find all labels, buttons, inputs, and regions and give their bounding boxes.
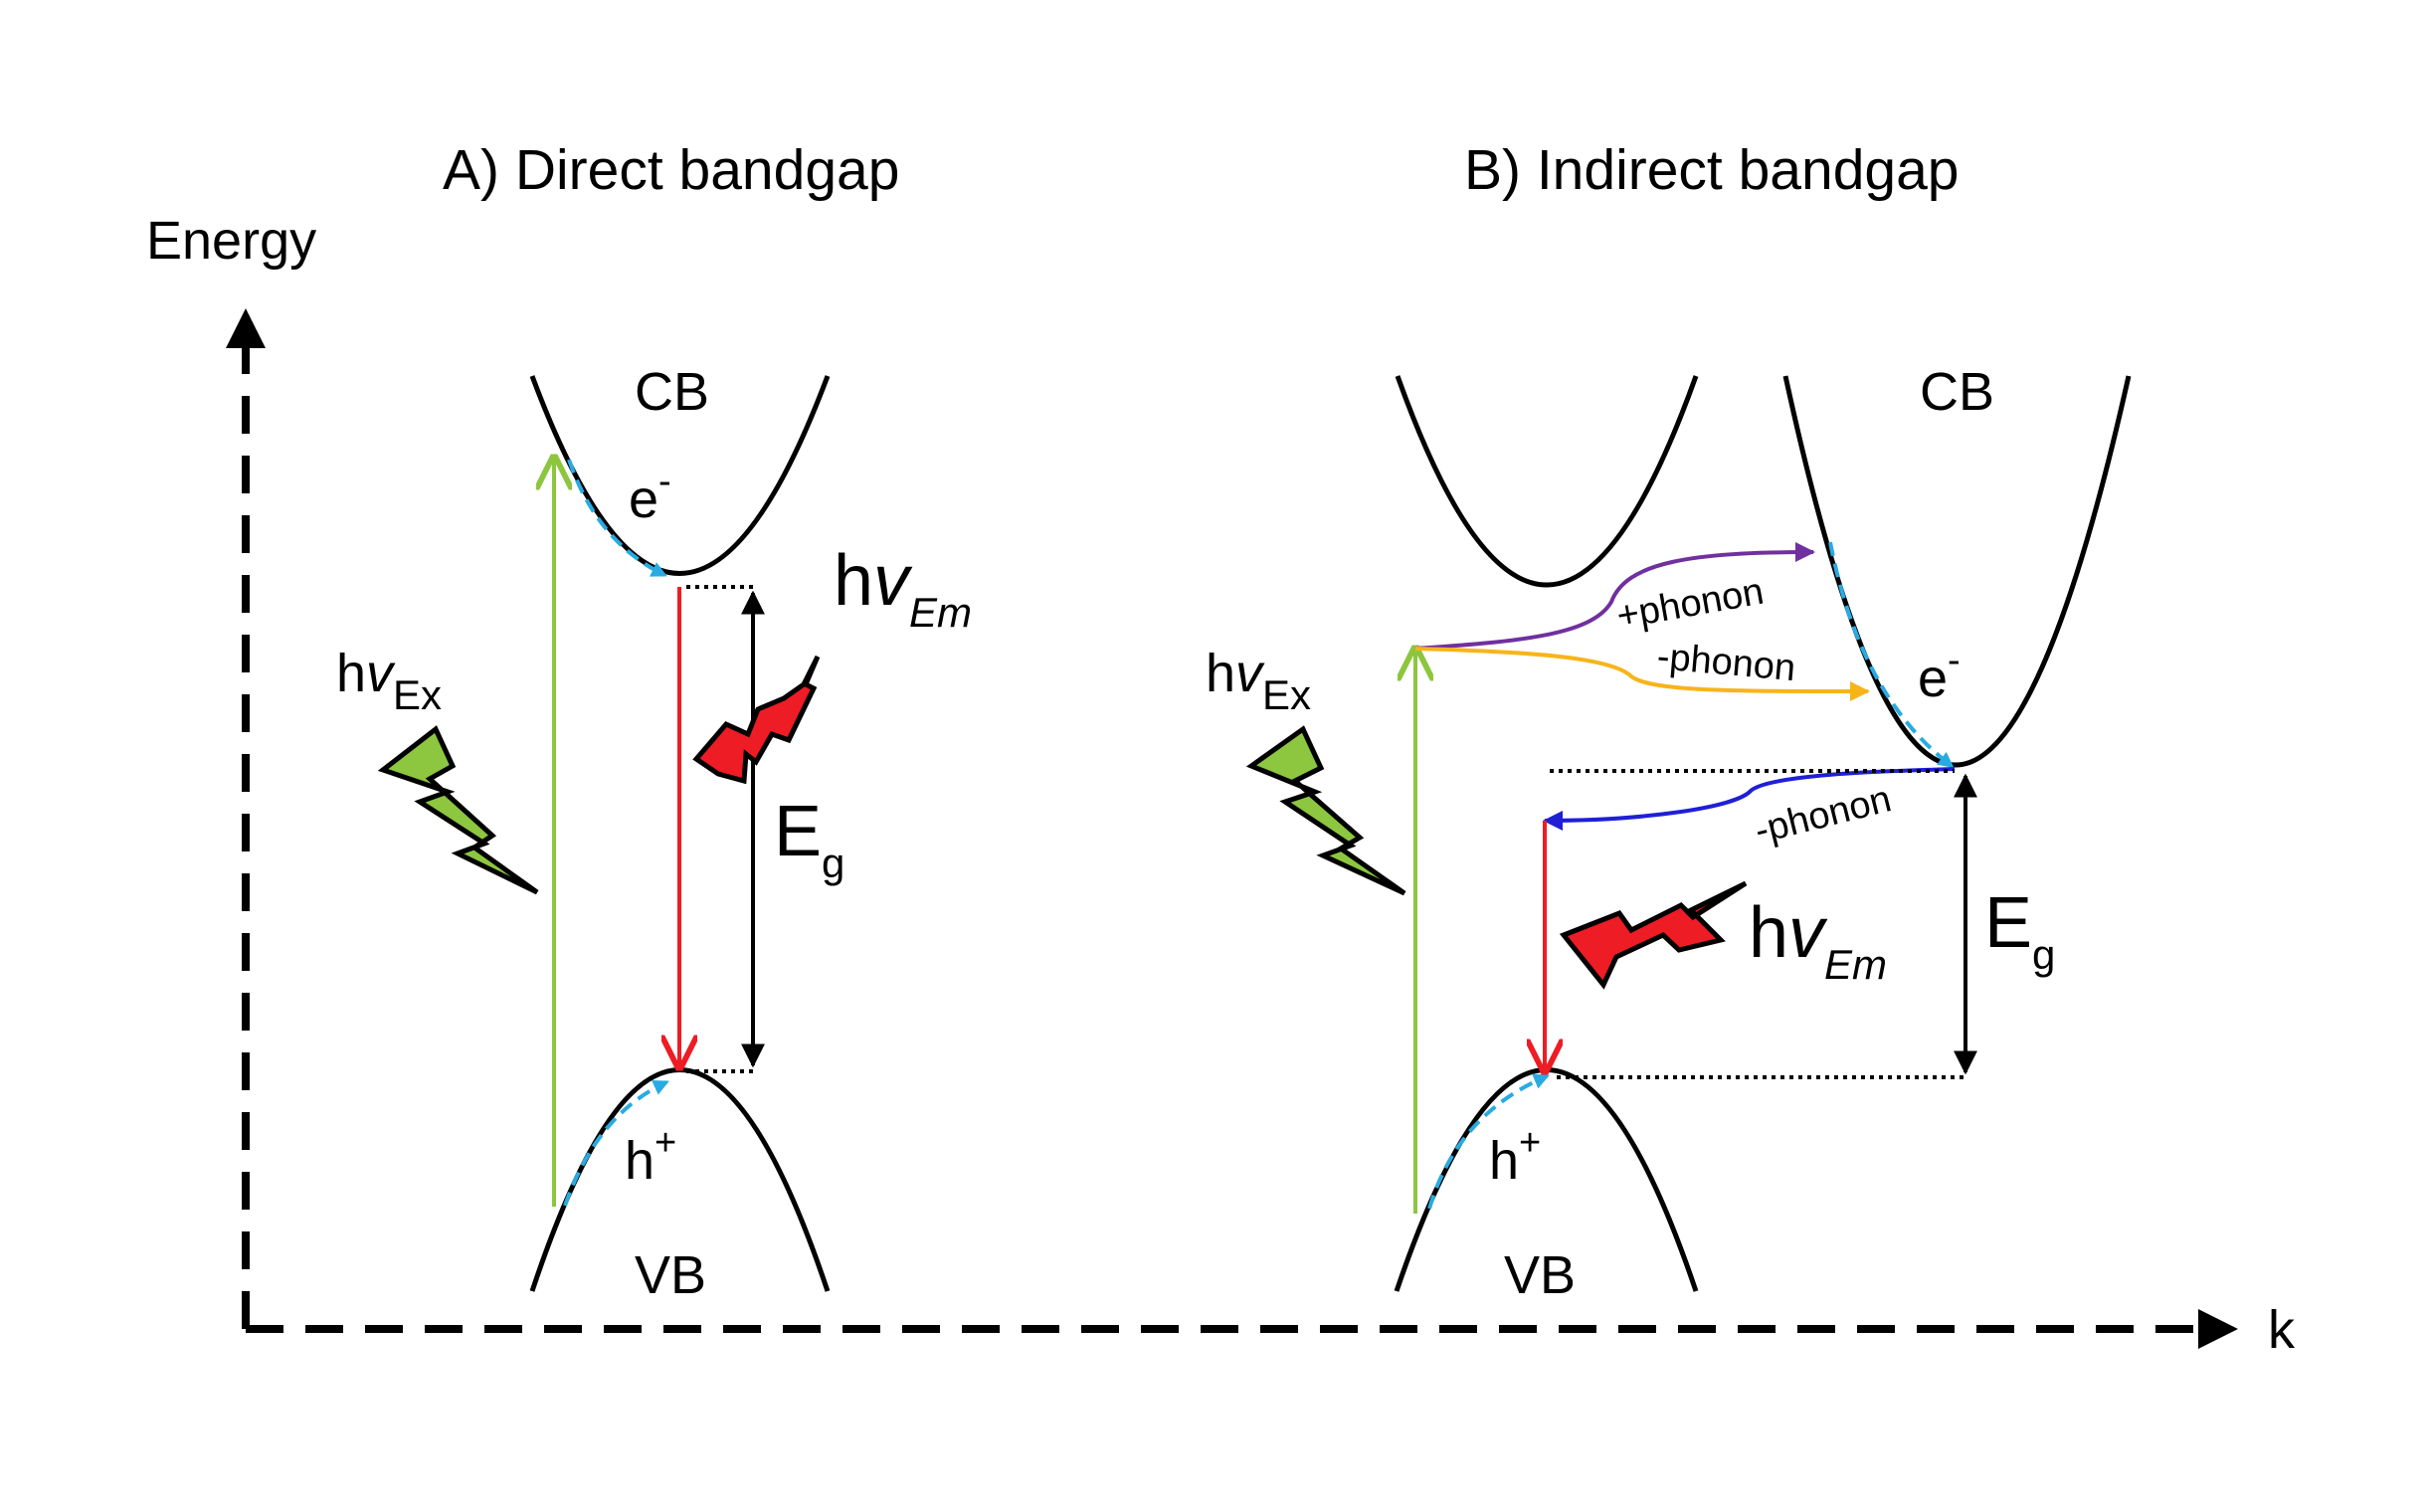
panel-indirect-title: B) Indirect bandgap <box>1464 138 1960 202</box>
excitation-lightning-icon <box>377 725 539 895</box>
vb-label: VB <box>1504 1245 1576 1305</box>
phonon-emit-upper-label: -phonon <box>1655 636 1797 689</box>
panel-direct-title: A) Direct bandgap <box>443 138 899 202</box>
energy-axis-label: Energy <box>146 211 316 271</box>
excitation-energy-label: hvEx <box>336 644 442 718</box>
phonon-emission-path-excited <box>1414 647 1870 701</box>
panel-direct: A) Direct bandgap CB VB e- h+ Eg h <box>336 138 972 1305</box>
phonon-emit-lower-label: -phonon <box>1751 778 1895 851</box>
hole-label: h+ <box>625 1122 676 1191</box>
vb-label: VB <box>635 1245 706 1305</box>
hole-relaxation-path <box>1427 1073 1550 1210</box>
cb-label: CB <box>635 362 709 422</box>
cb-label: CB <box>1920 362 1994 422</box>
emission-lightning-icon <box>1559 880 1748 990</box>
direct-cb-valley-curve <box>1395 375 1699 588</box>
electron-relaxation-path <box>1828 541 1955 768</box>
emission-lightning-icon <box>692 655 821 785</box>
bandgap-label: Eg <box>1984 883 2055 978</box>
electron-label: e- <box>1918 640 1961 708</box>
excitation-lightning-icon <box>1245 725 1406 896</box>
excitation-energy-label: hvEx <box>1206 644 1311 718</box>
hole-relaxation-path <box>563 1080 669 1207</box>
emission-energy-label: hvEm <box>1749 893 1887 988</box>
phonon-absorption-path <box>1414 542 1815 651</box>
panel-indirect: B) Indirect bandgap CB VB e- h+ +phonon … <box>1206 138 2132 1305</box>
bandgap-label: Eg <box>774 792 844 886</box>
k-axis-label: k <box>2268 1300 2296 1360</box>
electron-label: e- <box>629 461 671 529</box>
electron-relaxation-path <box>567 459 667 577</box>
emission-energy-label: hvEm <box>834 541 972 636</box>
phonon-absorb-label: +phonon <box>1613 571 1767 638</box>
axes: Energy k <box>146 211 2296 1360</box>
hole-label: h+ <box>1489 1122 1541 1191</box>
